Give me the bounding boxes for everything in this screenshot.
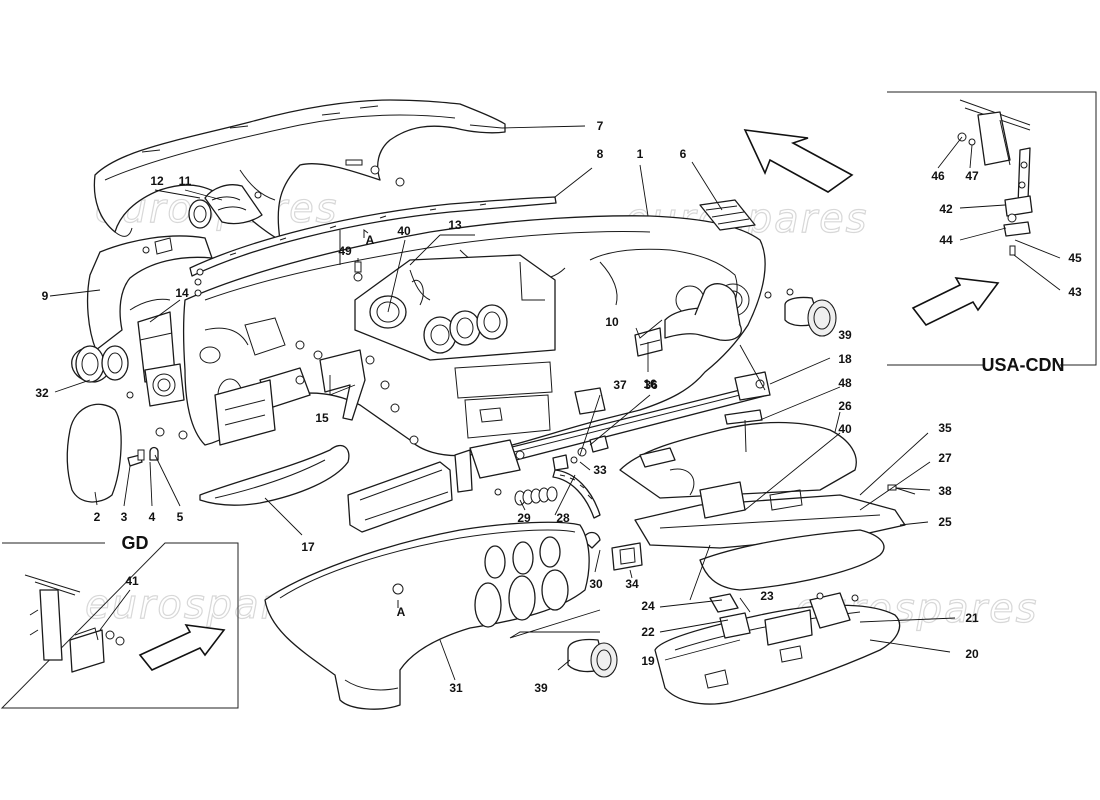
callout-29: 29	[517, 511, 531, 525]
callout-4: 4	[149, 510, 156, 524]
clip-and-switch	[582, 531, 643, 571]
callout-10: 10	[605, 315, 619, 329]
callout-15: 15	[315, 411, 329, 425]
callout-50: 49	[338, 244, 352, 258]
callout-9: 9	[42, 289, 49, 303]
callout-32: 32	[35, 386, 49, 400]
callout-16: 16	[643, 377, 657, 391]
callout-a-bottom: A	[397, 605, 406, 619]
callout-2: 2	[94, 510, 101, 524]
bracket-16	[634, 327, 663, 357]
callout-28: 28	[556, 511, 570, 525]
duct-connector	[188, 184, 263, 229]
inset-usa-cdn: USA-CDN	[887, 91, 1097, 375]
glovebox-tray	[654, 592, 901, 705]
inset-gd-title: GD	[122, 533, 149, 553]
callout-46: 45	[1068, 251, 1082, 265]
right-vent-duct	[664, 283, 742, 341]
round-air-vent-lower	[567, 638, 618, 678]
callout-36: 36	[644, 378, 658, 392]
callout-48: 47	[965, 169, 979, 183]
marker-a-top-icon	[363, 229, 369, 238]
left-air-duct	[71, 235, 213, 383]
callout-5: 5	[177, 510, 184, 524]
mounting-frame	[347, 435, 502, 533]
instrument-cluster-housing	[354, 254, 556, 361]
callout-31: 31	[449, 681, 463, 695]
callout-41: 40	[397, 224, 411, 238]
callout-47: 46	[931, 169, 945, 183]
callout-37: 37	[613, 378, 627, 392]
bracket-15	[259, 340, 400, 421]
callout-22: 22	[641, 625, 655, 639]
callout-39-upper: 39	[838, 328, 852, 342]
callout-7: 7	[597, 119, 604, 133]
callout-38: 38	[938, 484, 952, 498]
callout-1: 1	[637, 147, 644, 161]
callout-45: 44	[939, 233, 953, 247]
lower-left-trim	[199, 379, 350, 506]
callout-39-lower: 39	[534, 681, 548, 695]
lower-binnacle-cover	[264, 521, 590, 710]
vent-frame	[144, 363, 185, 407]
callout-24: 24	[641, 599, 655, 613]
callout-44: 43	[1068, 285, 1082, 299]
callout-49: 48	[838, 376, 852, 390]
callout-labels: 7 8 1 6 12 11 9 13 40 49 A 14 32 2 3 4 5…	[35, 119, 1082, 695]
callout-20: 20	[965, 647, 979, 661]
callout-17: 17	[301, 540, 315, 554]
callout-12: 12	[150, 174, 164, 188]
callout-42: 41	[125, 574, 139, 588]
glovebox-assembly	[619, 409, 906, 591]
callout-30: 30	[589, 577, 603, 591]
inset-usa-cdn-title: USA-CDN	[982, 355, 1065, 375]
callout-25: 25	[938, 515, 952, 529]
leader-lines	[49, 125, 956, 681]
defrost-vent-grille	[699, 199, 756, 231]
callout-18: 18	[838, 352, 852, 366]
callout-21: 21	[965, 611, 979, 625]
direction-arrow-main	[743, 129, 854, 193]
inset-gd: GD	[0, 533, 239, 709]
callout-6: 6	[680, 147, 687, 161]
side-cover-panel	[66, 403, 122, 503]
small-fasteners-top	[254, 159, 405, 282]
callout-23: 23	[760, 589, 774, 603]
washer-stack	[514, 486, 558, 506]
callout-33: 33	[593, 463, 607, 477]
cross-member-beam	[469, 371, 771, 479]
callout-8: 8	[597, 147, 604, 161]
callout-11: 11	[179, 174, 192, 188]
callout-14: 14	[175, 286, 189, 300]
small-fasteners-center	[552, 435, 609, 471]
callout-27: 27	[938, 451, 952, 465]
callout-3: 3	[121, 510, 128, 524]
callout-34: 34	[625, 577, 639, 591]
callout-26: 26	[838, 399, 852, 413]
callout-35: 35	[938, 421, 952, 435]
callout-40: 40	[838, 422, 852, 436]
callout-13: 13	[448, 218, 462, 232]
small-fasteners-left	[126, 237, 204, 467]
round-air-vent-upper	[764, 288, 837, 337]
callout-43: 42	[939, 202, 953, 216]
callout-19: 19	[641, 654, 655, 668]
callout-a-top: A	[366, 233, 375, 247]
top-trim-strip	[189, 196, 557, 277]
bolt-38	[887, 484, 916, 495]
upper-air-duct	[93, 99, 506, 241]
